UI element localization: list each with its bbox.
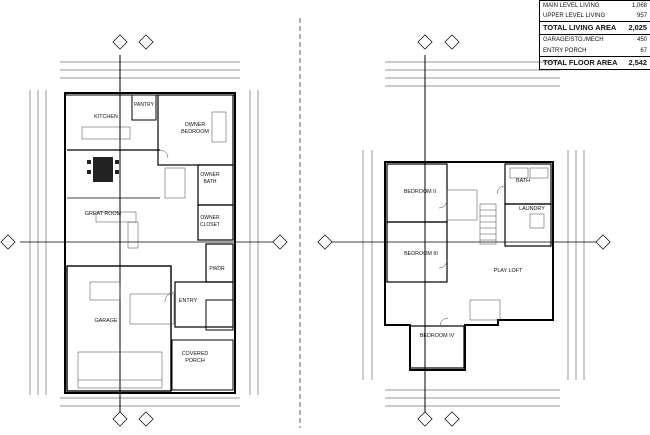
section-marker-icon	[138, 411, 154, 427]
room-powder: PWDR	[209, 266, 225, 272]
area-summary-table: MAIN LEVEL LIVING 1,068 UPPER LEVEL LIVI…	[539, 0, 650, 70]
section-marker-icon	[444, 411, 460, 427]
room-pantry: PANTRY	[134, 102, 154, 108]
room-play-loft: PLAY LOFT	[494, 268, 523, 274]
area-label: TOTAL LIVING AREA	[543, 23, 617, 33]
section-marker-icon	[272, 234, 288, 250]
room-kitchen: KITCHEN	[94, 114, 118, 120]
section-marker-icon	[0, 234, 16, 250]
room-great-room: GREAT ROOM	[85, 211, 122, 217]
area-label: GARAGE/STO./MECH	[543, 37, 604, 44]
area-label: ENTRY PORCH	[543, 47, 587, 54]
section-marker-icon	[444, 34, 460, 50]
area-label: UPPER LEVEL LIVING	[543, 13, 606, 20]
area-value: 450	[636, 37, 647, 44]
room-owner-bedroom-line2: BEDROOM	[181, 129, 209, 135]
section-markers	[0, 34, 611, 427]
room-laundry: LAUNDRY	[519, 206, 545, 212]
section-marker-icon	[112, 411, 128, 427]
section-marker-icon	[595, 234, 611, 250]
section-marker-icon	[112, 34, 128, 50]
main-level-dimension-lines	[20, 55, 280, 418]
room-garage: GARAGE	[94, 318, 117, 324]
room-covered-porch-line1: COVERED	[182, 351, 209, 357]
area-label: TOTAL FLOOR AREA	[543, 57, 618, 67]
area-row-total-floor: TOTAL FLOOR AREA 2,542	[540, 55, 650, 69]
door-swings	[159, 149, 506, 327]
area-value: 2,542	[628, 57, 648, 67]
area-value: 1,068	[631, 3, 647, 9]
main-level-floor-plan	[64, 92, 236, 394]
area-row-garage: GARAGE/STO./MECH 450	[540, 35, 650, 45]
room-owner-bedroom-line1: OWNER	[185, 122, 206, 128]
area-value: 67	[640, 47, 647, 54]
section-marker-icon	[417, 34, 433, 50]
section-marker-icon	[317, 234, 333, 250]
room-bedroom-3: BEDROOM III	[404, 251, 438, 257]
area-row-total-living: TOTAL LIVING AREA 2,025	[540, 21, 650, 36]
room-owner-bath-line2: BATH	[204, 179, 217, 185]
room-covered-porch-line2: PORCH	[185, 358, 205, 364]
area-value: 957	[636, 13, 647, 20]
area-label: MAIN LEVEL LIVING	[543, 3, 600, 9]
area-value: 2,025	[628, 23, 648, 33]
section-marker-icon	[417, 411, 433, 427]
room-bath: BATH	[516, 178, 530, 184]
room-owner-bath-line1: OWNER	[200, 172, 220, 178]
upper-level-floor-plan	[384, 161, 554, 371]
room-bedroom-2: BEDROOM II	[404, 189, 436, 195]
room-bedroom-4: BEDROOM IV	[420, 333, 455, 339]
room-owner-closet-line1: OWNER	[200, 215, 220, 221]
section-marker-icon	[138, 34, 154, 50]
upper-level-dimension-lines	[330, 55, 600, 418]
area-row-upper-level: UPPER LEVEL LIVING 957	[540, 11, 650, 21]
area-row-main-level: MAIN LEVEL LIVING 1,068	[540, 1, 650, 11]
area-row-entry-porch: ENTRY PORCH 67	[540, 46, 650, 56]
room-entry: ENTRY	[179, 298, 198, 304]
room-owner-closet-line2: CLOSET	[200, 222, 220, 228]
